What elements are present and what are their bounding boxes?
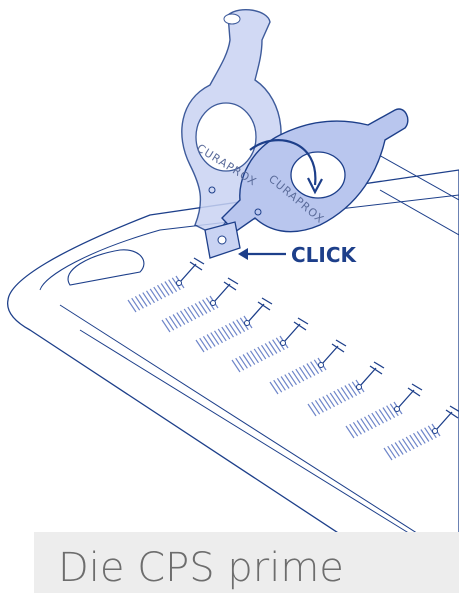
click-label: CLICK <box>291 243 358 267</box>
brush-pin-cap <box>281 341 286 346</box>
brush-pin-cap <box>433 429 438 434</box>
brush-pin-cap <box>177 281 182 286</box>
caption-text: Die CPS prime <box>58 548 344 588</box>
brush-pin-cap <box>395 407 400 412</box>
brush-pin-cap <box>319 363 324 368</box>
brush-pin-cap <box>357 385 362 390</box>
brush-pin-cap <box>245 321 250 326</box>
caption-box: Die CPS prime <box>34 532 459 593</box>
brush-pin-cap <box>211 301 216 306</box>
